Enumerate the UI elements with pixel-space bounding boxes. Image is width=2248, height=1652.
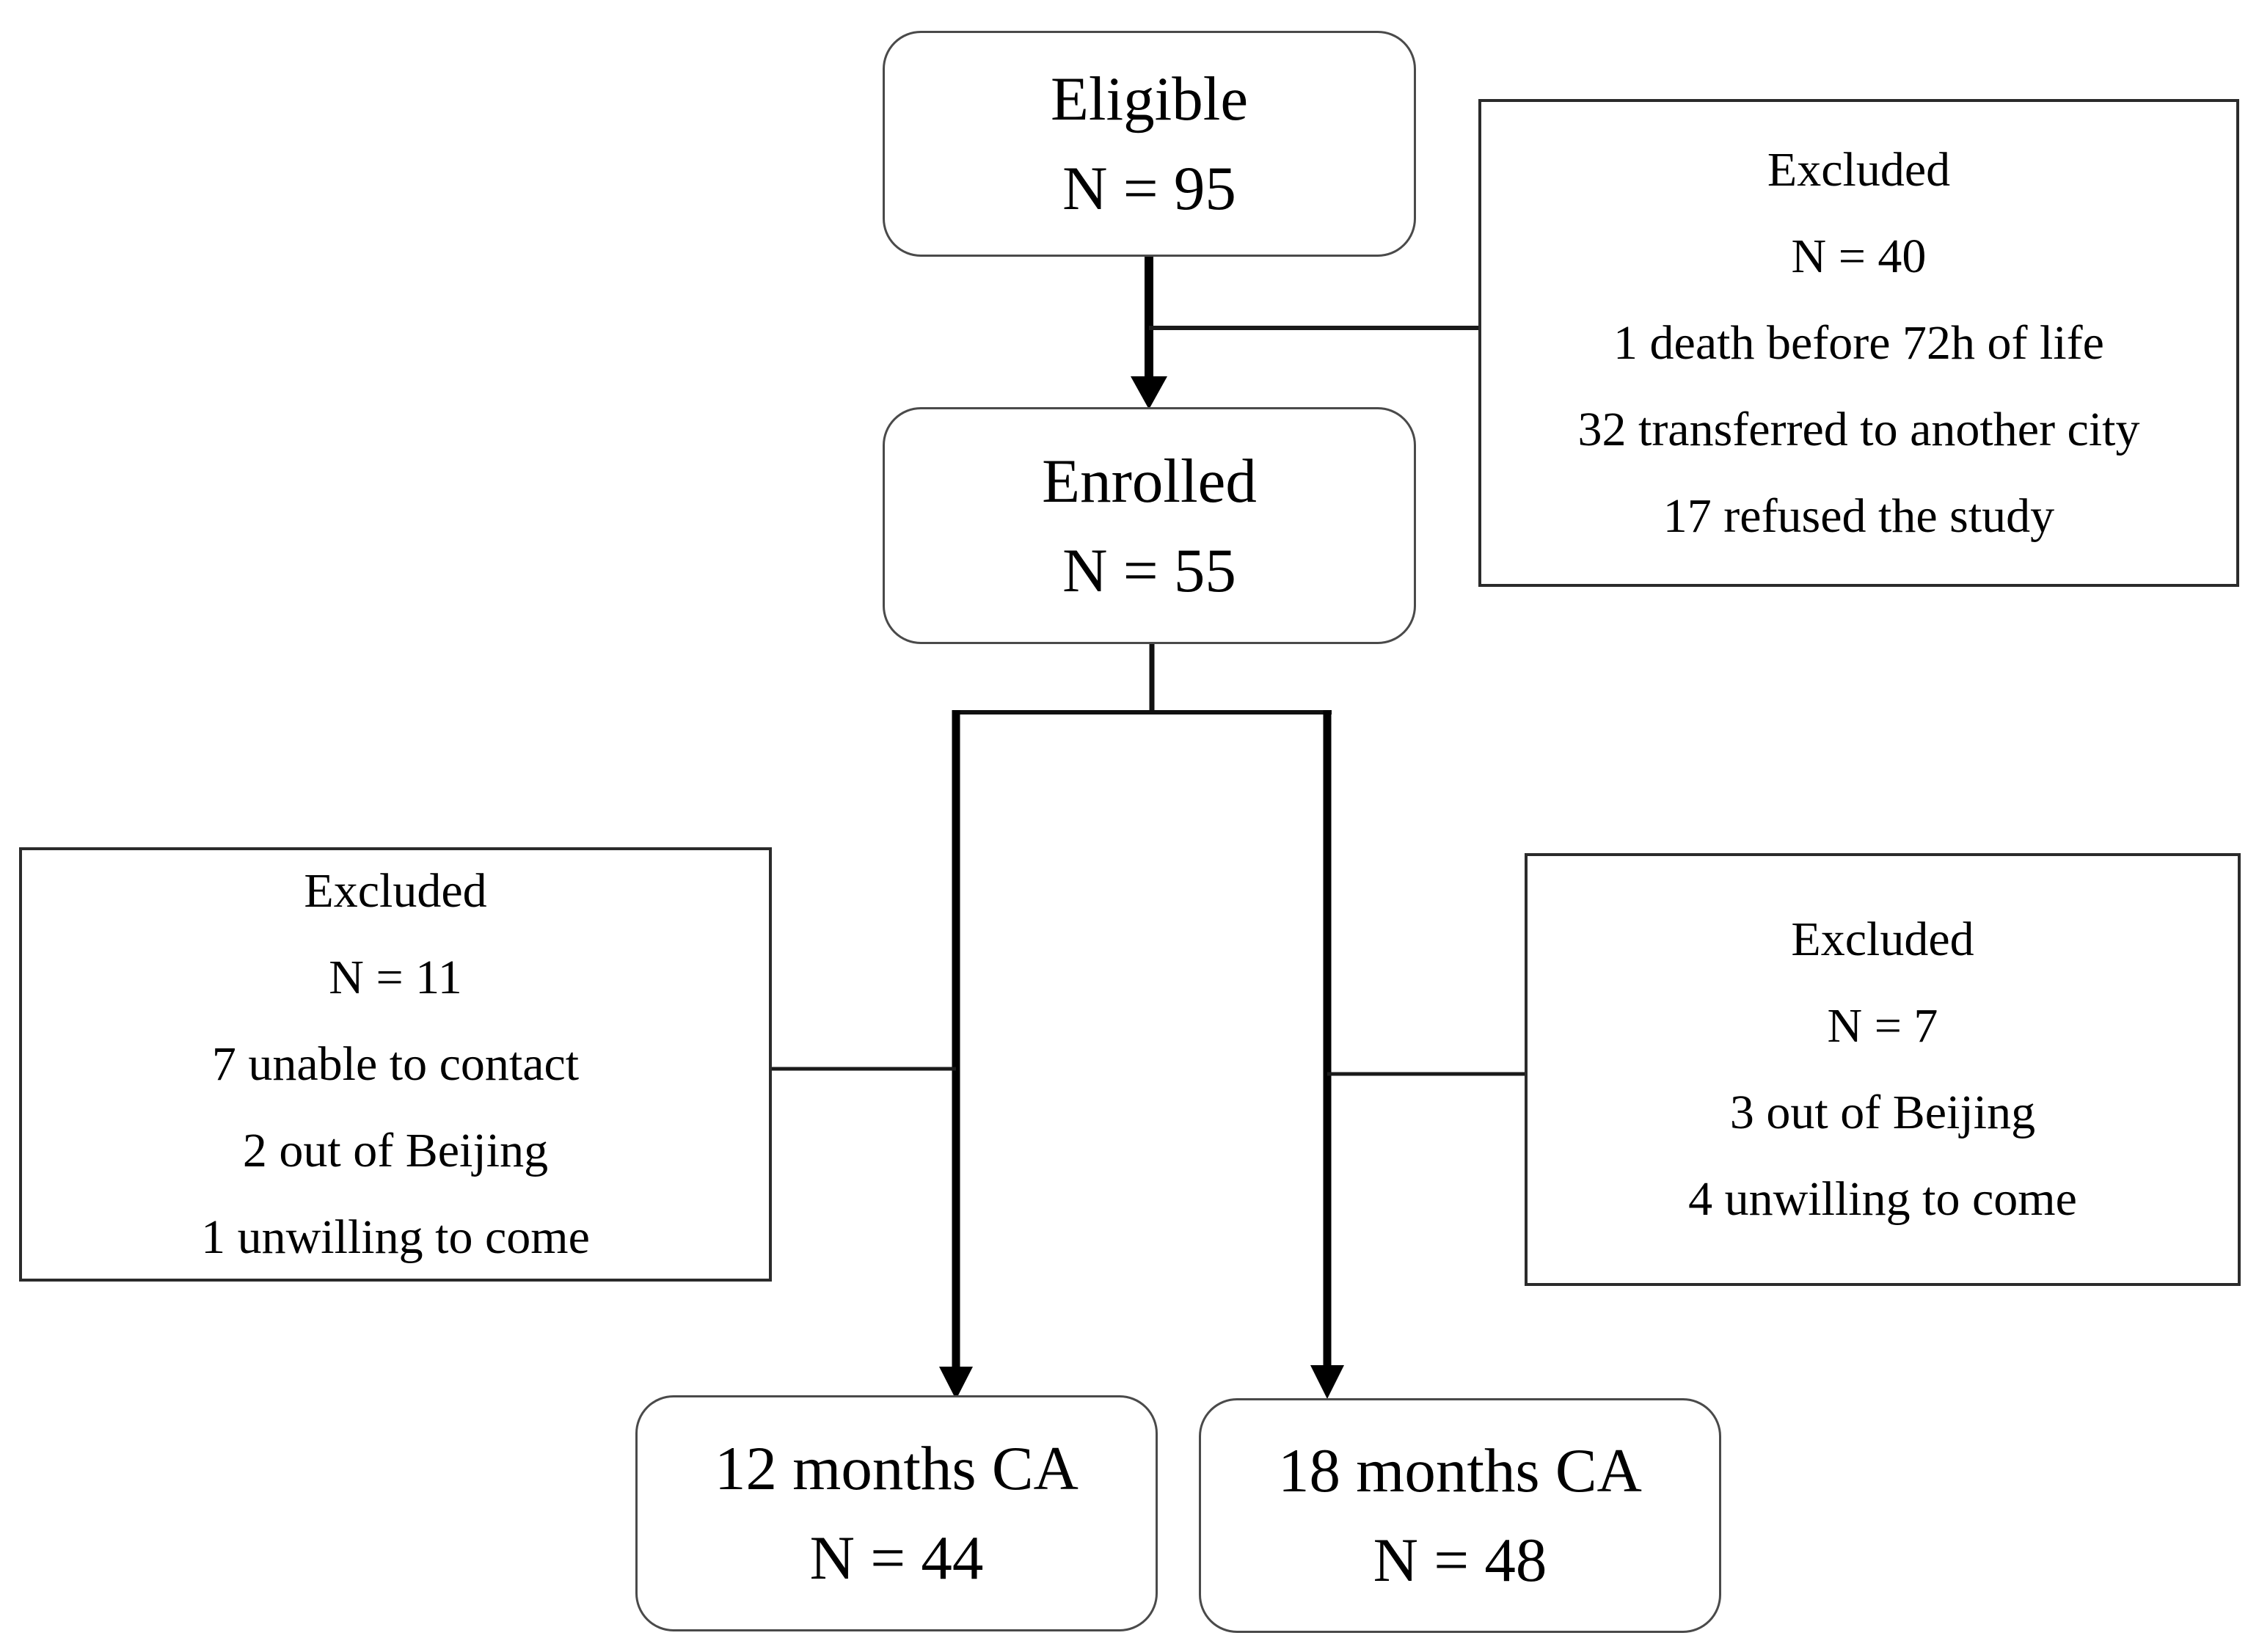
excluded-left-reason: 7 unable to contact xyxy=(211,1037,580,1091)
excluded-top-reason: 32 transferred to another city xyxy=(1577,402,2140,456)
enrolled-box: Enrolled N = 55 xyxy=(883,407,1416,644)
eligible-count: N = 95 xyxy=(1062,154,1236,223)
excluded-top-reason: 1 death before 72h of life xyxy=(1613,315,2104,370)
enrolled-count: N = 55 xyxy=(1062,536,1236,605)
outcome-12-months-box: 12 months CA N = 44 xyxy=(635,1395,1158,1631)
excluded-top-reason: 17 refused the study xyxy=(1663,489,2055,543)
excluded-right-box: Excluded N = 7 3 out of Beijing 4 unwill… xyxy=(1525,853,2241,1286)
excluded-left-box: Excluded N = 11 7 unable to contact 2 ou… xyxy=(19,847,772,1282)
eligible-title: Eligible xyxy=(1050,65,1249,134)
arrowhead-enrolled xyxy=(1131,376,1167,409)
excluded-top-title: Excluded xyxy=(1767,142,1951,197)
outcome-18-months-count: N = 48 xyxy=(1373,1526,1547,1595)
outcome-18-months-title: 18 months CA xyxy=(1278,1436,1642,1505)
excluded-left-title: Excluded xyxy=(304,864,487,918)
arrowhead-18-months xyxy=(1310,1365,1344,1399)
excluded-left-reason: 1 unwilling to come xyxy=(201,1210,590,1264)
excluded-top-box: Excluded N = 40 1 death before 72h of li… xyxy=(1478,99,2239,587)
excluded-right-reason: 4 unwilling to come xyxy=(1688,1172,2077,1226)
enrolled-title: Enrolled xyxy=(1042,446,1257,516)
excluded-left-count: N = 11 xyxy=(329,951,462,1004)
eligible-box: Eligible N = 95 xyxy=(883,31,1416,257)
excluded-right-title: Excluded xyxy=(1791,913,1974,966)
arrowhead-12-months xyxy=(939,1367,973,1400)
excluded-right-count: N = 7 xyxy=(1827,999,1938,1053)
excluded-right-reason: 3 out of Beijing xyxy=(1729,1086,2036,1139)
excluded-left-reason: 2 out of Beijing xyxy=(242,1124,549,1177)
outcome-12-months-title: 12 months CA xyxy=(715,1434,1079,1503)
outcome-18-months-box: 18 months CA N = 48 xyxy=(1199,1398,1721,1633)
excluded-top-count: N = 40 xyxy=(1791,229,1927,283)
outcome-12-months-count: N = 44 xyxy=(809,1524,984,1593)
